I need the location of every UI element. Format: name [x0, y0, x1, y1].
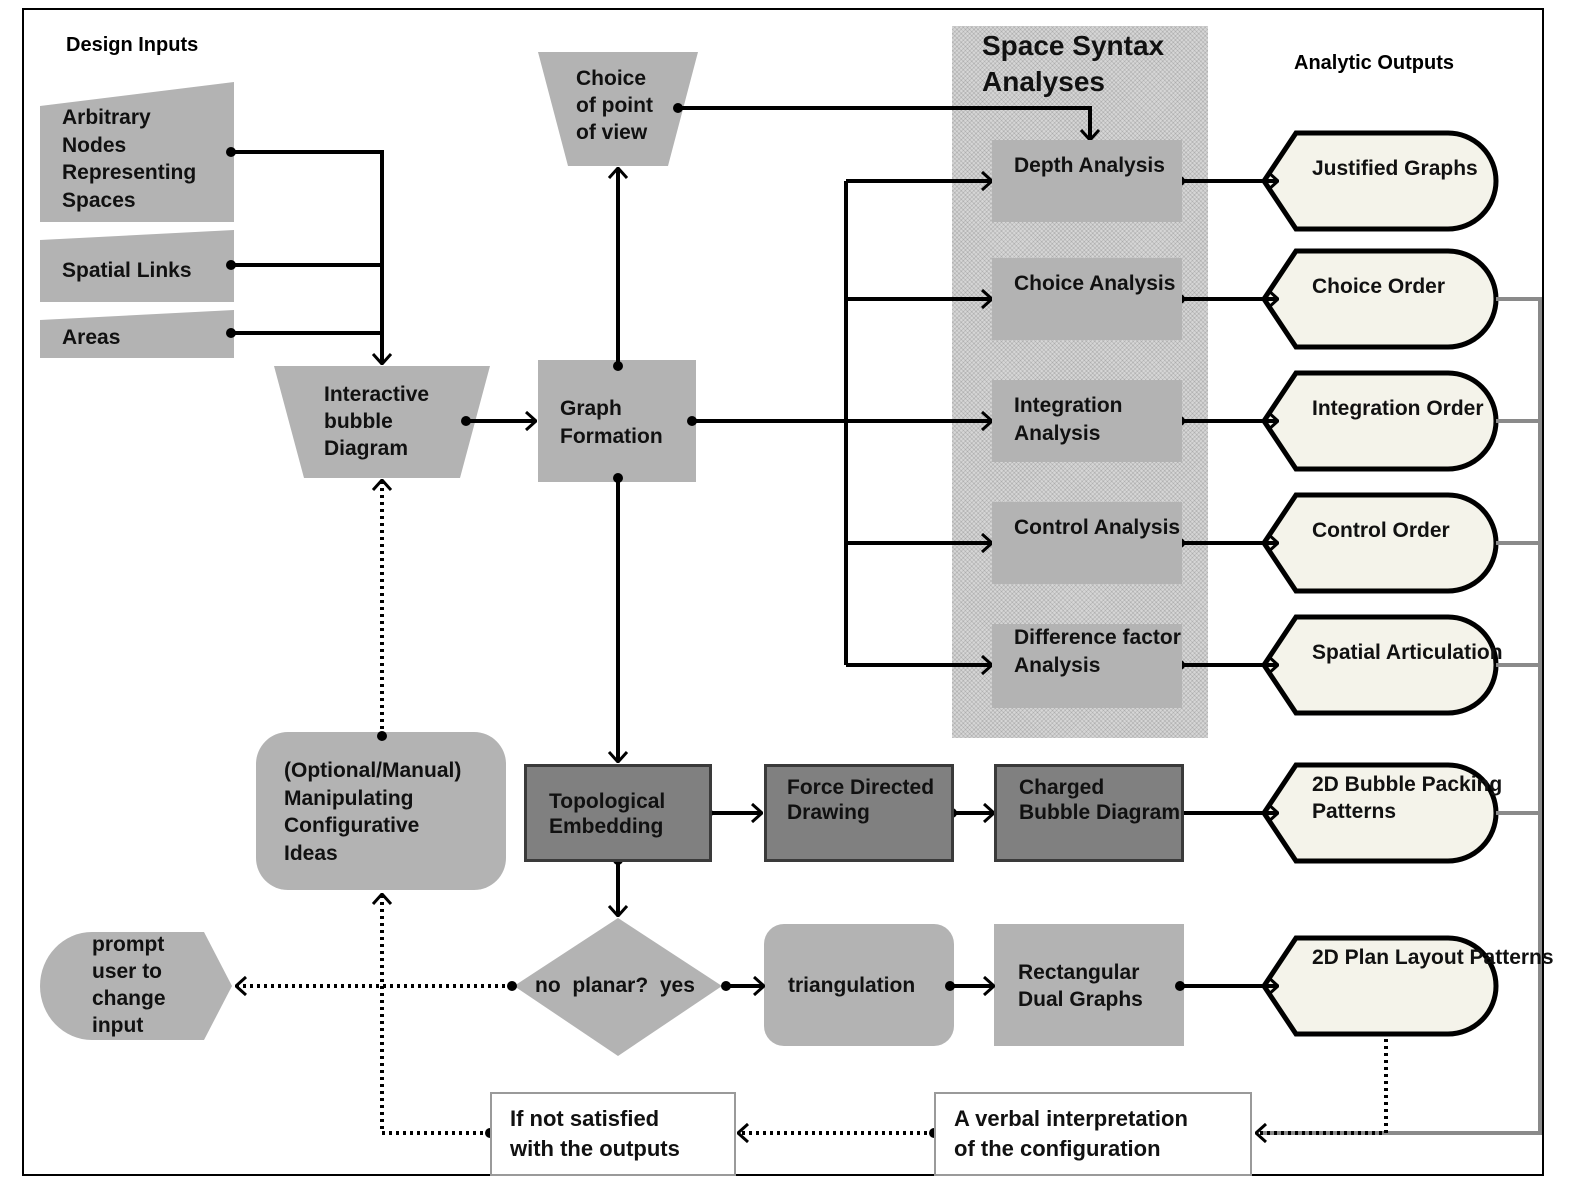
interactive-bubble-label: Interactive bubble Diagram [324, 383, 430, 460]
rectangular-dual-label: Rectangular Dual Graphs [1018, 961, 1143, 1011]
control-order-label: Control Order [1312, 519, 1450, 542]
triangulation-shape [764, 924, 954, 1046]
depth-analysis-box: Depth Analysis [992, 140, 1182, 222]
justified-graphs-label: Justified Graphs [1312, 157, 1478, 180]
solid-connectors [231, 106, 1278, 986]
not-satisfied-label: If not satisfied with the outputs [510, 1106, 680, 1161]
integration-order-label: Integration Order [1312, 397, 1484, 420]
spatial-links-label: Spatial Links [62, 259, 192, 282]
areas-shape [40, 310, 234, 358]
not-satisfied-note: If not satisfied with the outputs [490, 1092, 736, 1176]
difference-factor-analysis-box: Difference factor Analysis [992, 624, 1182, 708]
verbal-interpretation-note: A verbal interpretation of the configura… [934, 1092, 1252, 1176]
topological-embedding-label: Topological Embedding [549, 790, 666, 839]
areas-label: Areas [62, 326, 121, 349]
interactive-bubble-shape [274, 366, 490, 478]
design-inputs-heading: Design Inputs [66, 34, 199, 56]
manipulating-shape [256, 732, 506, 890]
choice-analysis-box: Choice Analysis [992, 258, 1182, 340]
choice-analysis-label: Choice Analysis [1014, 272, 1176, 295]
planar-decision-shape [514, 918, 722, 1056]
planar-decision-label: no planar? yes [535, 974, 695, 997]
difference-factor-analysis-label: Difference factor Analysis [1014, 626, 1181, 677]
feedback-collector [1262, 297, 1542, 1135]
graph-formation-label: Graph Formation [560, 397, 663, 448]
spatial-links-shape [40, 230, 234, 302]
plan-layout-label: 2D Plan Layout Patterns [1312, 946, 1554, 969]
choice-point-label: Choice of point of view [576, 67, 653, 144]
control-analysis-label: Control Analysis [1014, 516, 1181, 539]
diagram-frame [22, 8, 1544, 1176]
control-analysis-box: Control Analysis [992, 502, 1182, 584]
graph-formation-shape [538, 360, 696, 482]
triangulation-label: triangulation [788, 974, 916, 997]
charged-bubble-label: Charged Bubble Diagram [1019, 776, 1181, 825]
spatial-articulation-label: Spatial Articulation [1312, 641, 1503, 664]
output-shapes [1260, 130, 1499, 1037]
integration-analysis-label: Integration Analysis [1014, 394, 1123, 445]
choice-point-shape [538, 52, 698, 166]
integration-analysis-box: Integration Analysis [992, 380, 1182, 462]
force-directed-label: Force Directed Drawing [787, 776, 935, 825]
manipulating-label: (Optional/Manual) Manipulating Configura… [284, 759, 462, 866]
prompt-user-shape [40, 932, 232, 1040]
topological-embedding-box: Topological Embedding [524, 764, 712, 862]
prompt-user-label: prompt user to change input [92, 933, 166, 1037]
force-directed-box: Force Directed Drawing [764, 764, 954, 862]
rectangular-dual-shape [994, 924, 1184, 1046]
analytic-outputs-heading: Analytic Outputs [1294, 52, 1455, 74]
verbal-interpretation-label: A verbal interpretation of the configura… [954, 1106, 1188, 1161]
choice-order-label: Choice Order [1312, 275, 1446, 298]
dotted-connectors [236, 480, 1388, 1133]
space-syntax-heading: Space Syntax Analyses [982, 30, 1165, 97]
bubble-packing-label: 2D Bubble Packing Patterns [1312, 773, 1503, 823]
arbitrary-nodes-shape [40, 82, 234, 222]
arbitrary-nodes-label: Arbitrary Nodes Representing Spaces [62, 106, 197, 213]
charged-bubble-box: Charged Bubble Diagram [994, 764, 1184, 862]
depth-analysis-label: Depth Analysis [1014, 154, 1165, 177]
